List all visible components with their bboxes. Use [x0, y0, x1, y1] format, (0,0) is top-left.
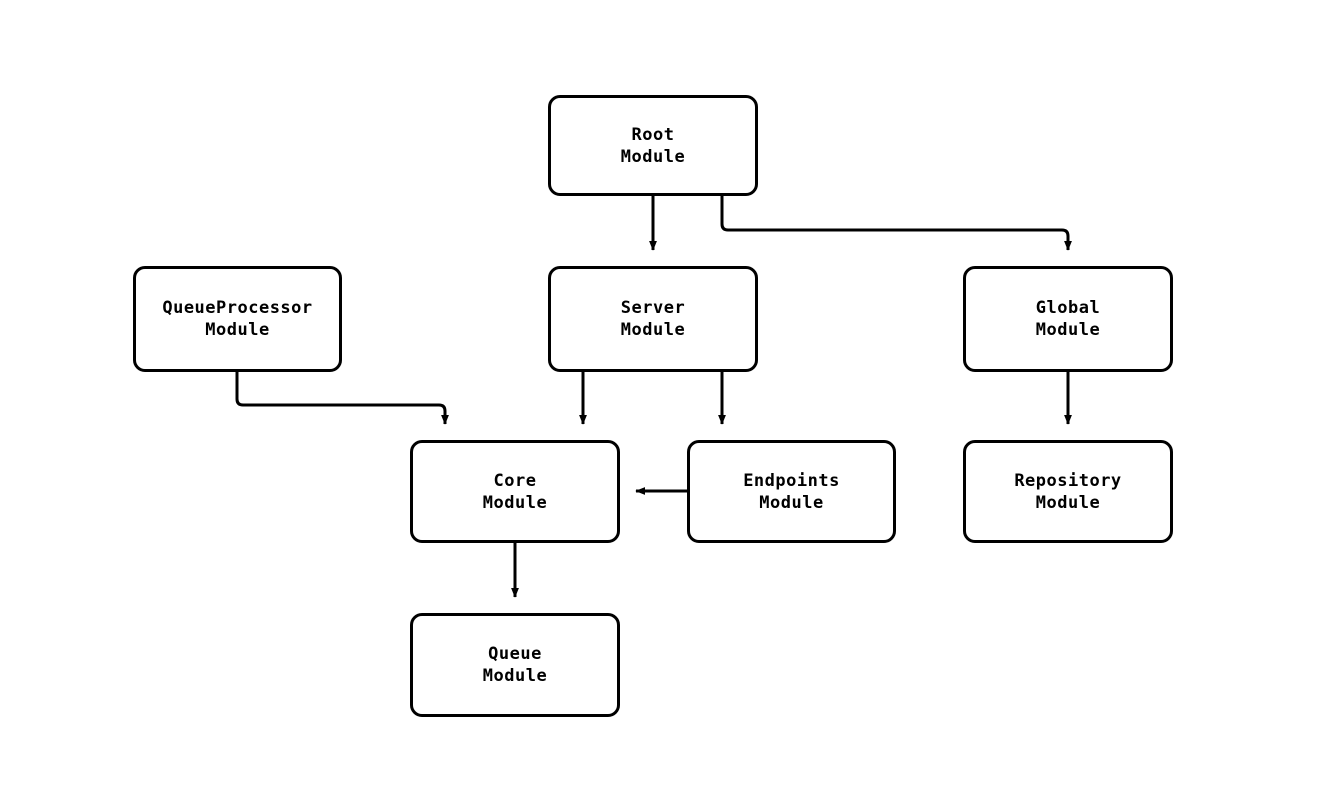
node-endpoints[interactable]: Endpoints Module	[687, 440, 896, 543]
node-global-title: Global	[1035, 298, 1101, 318]
node-repository-subtitle: Module	[1035, 492, 1101, 513]
node-server-title: Server	[620, 298, 686, 318]
node-queue-subtitle: Module	[482, 666, 548, 686]
node-core[interactable]: Core Module	[410, 440, 620, 543]
node-endpoints-title: Endpoints	[743, 470, 840, 491]
node-endpoints-subtitle: Module	[759, 492, 824, 513]
node-global[interactable]: Global Module	[963, 266, 1173, 372]
node-repository[interactable]: Repository Module	[963, 440, 1173, 543]
node-queue[interactable]: Queue Module	[410, 613, 620, 717]
node-repository-title: Repository	[1014, 470, 1122, 491]
node-server-subtitle: Module	[620, 320, 686, 340]
node-queueprocessor-title: QueueProcessor	[162, 298, 313, 318]
node-server[interactable]: Server Module	[548, 266, 758, 372]
node-root-title: Root	[631, 124, 675, 145]
node-queueprocessor-subtitle: Module	[205, 320, 270, 340]
node-global-subtitle: Module	[1035, 320, 1101, 340]
node-core-title: Core	[493, 470, 537, 491]
edge-root-to-global	[720, 196, 1072, 251]
node-root-subtitle: Module	[620, 146, 686, 167]
node-queue-title: Queue	[488, 644, 542, 664]
edge-queueprocessor-to-core	[235, 372, 449, 425]
node-queueprocessor[interactable]: QueueProcessor Module	[133, 266, 342, 372]
node-root[interactable]: Root Module	[548, 95, 758, 196]
node-core-subtitle: Module	[482, 492, 548, 513]
